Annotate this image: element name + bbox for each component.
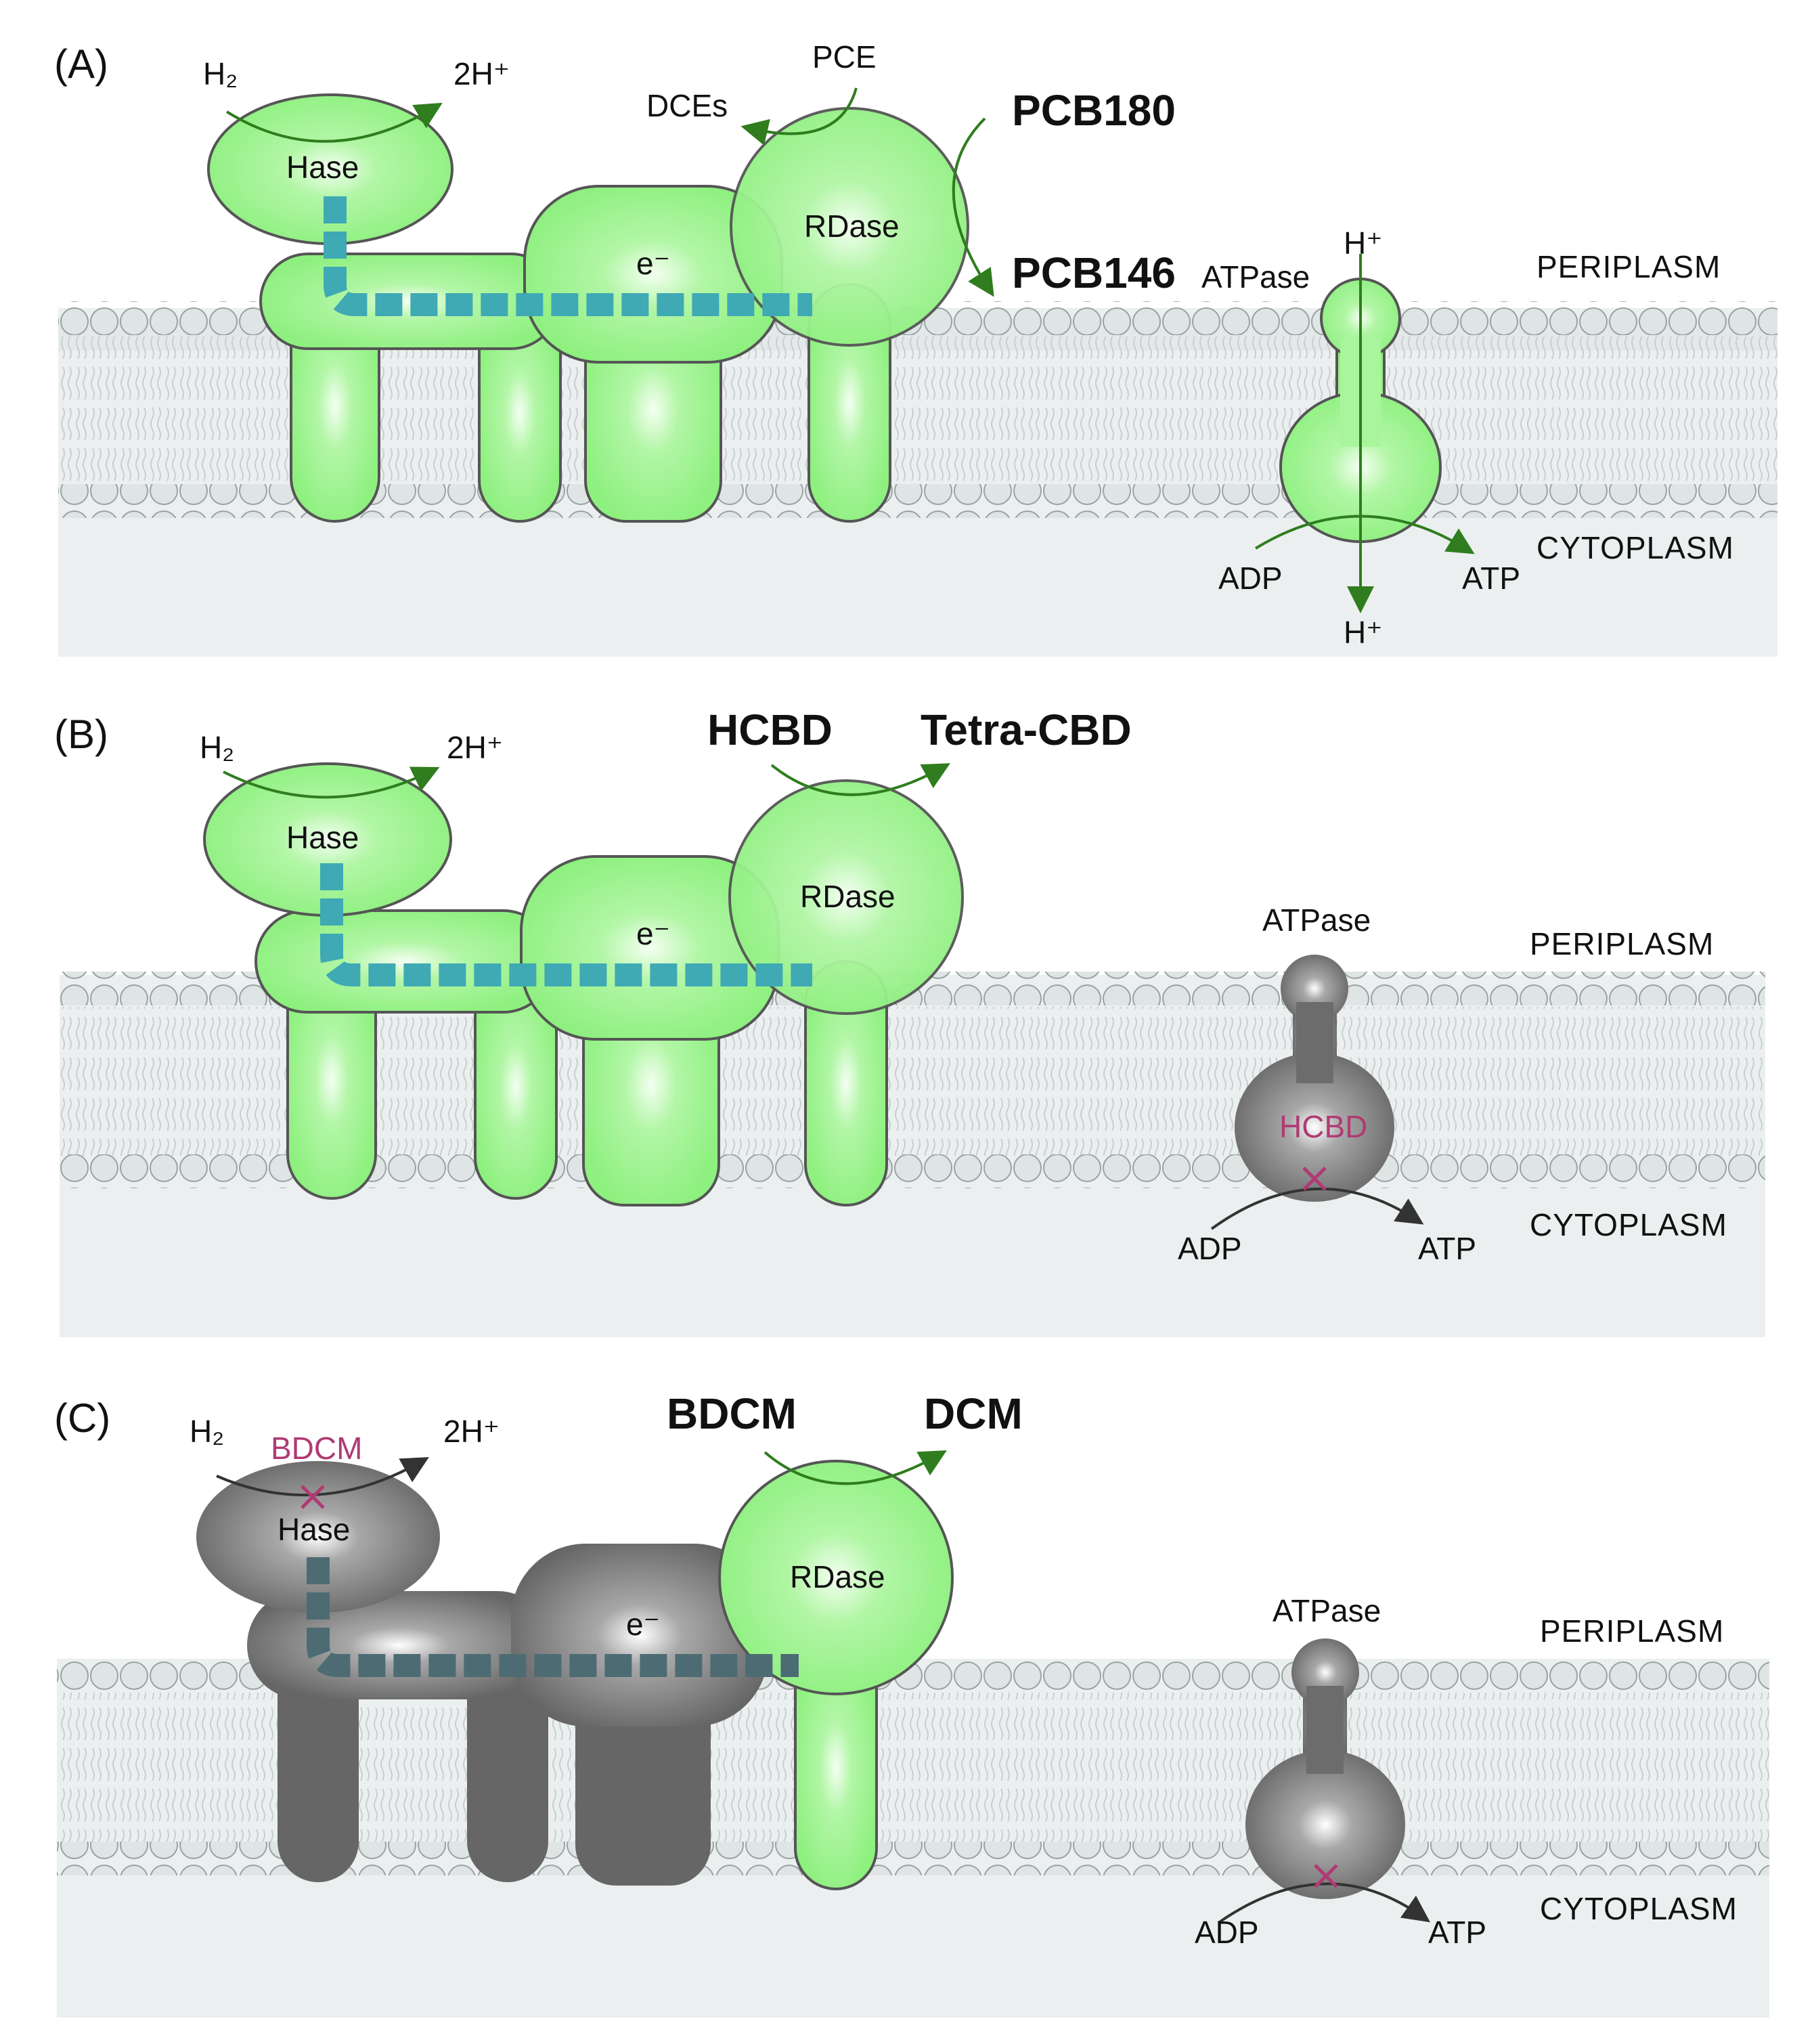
adp-label: ADP bbox=[1218, 561, 1283, 596]
inhibitor-label: HCBD bbox=[1279, 1109, 1367, 1144]
electron-path bbox=[324, 196, 812, 316]
cytoplasm-label: CYTOPLASM bbox=[1530, 1207, 1727, 1242]
substrate-label: PCB180 bbox=[1012, 86, 1176, 135]
electron-transfer-subunit bbox=[511, 1544, 768, 1726]
atp-label: ATP bbox=[1462, 561, 1520, 596]
two-proton-label: 2H⁺ bbox=[454, 56, 510, 91]
atp-label: ATP bbox=[1428, 1915, 1486, 1950]
rdase-label: RDase bbox=[800, 879, 895, 914]
panel-letter: (B) bbox=[54, 712, 108, 757]
atpase-label: ATPase bbox=[1262, 903, 1371, 938]
hase-subunit bbox=[196, 1461, 440, 1613]
atpase-label: ATPase bbox=[1201, 259, 1310, 295]
periplasm-label: PERIPLASM bbox=[1536, 249, 1721, 284]
substrate-label: BDCM bbox=[667, 1389, 797, 1438]
hase-label: Hase bbox=[286, 820, 359, 855]
hase-label: Hase bbox=[286, 150, 359, 185]
electron-label: e⁻ bbox=[626, 1607, 660, 1642]
proton-in-label: H⁺ bbox=[1344, 225, 1383, 261]
periplasm-label: PERIPLASM bbox=[1530, 926, 1714, 961]
electron-label: e⁻ bbox=[636, 916, 670, 951]
rdase-subunit bbox=[718, 1460, 954, 1695]
product-label: Tetra-CBD bbox=[921, 705, 1132, 754]
h2-label: H₂ bbox=[200, 730, 234, 765]
atpase-inhibited bbox=[1245, 1638, 1405, 1899]
two-proton-label: 2H⁺ bbox=[443, 1414, 500, 1449]
substrate-label: HCBD bbox=[707, 705, 833, 754]
panel-b: (B) H₂ 2H⁺ Hase e⁻ RDase HCBD Tetra-CBD … bbox=[54, 705, 1765, 1337]
hcbd-dechlorination-arrow bbox=[770, 763, 951, 796]
electron-label: e⁻ bbox=[636, 246, 670, 281]
proton-out-label: H⁺ bbox=[1344, 615, 1383, 650]
atpase-inhibition-x-mark bbox=[1314, 1864, 1338, 1888]
atp-label: ATP bbox=[1418, 1231, 1476, 1266]
h2-oxidation-arrow bbox=[223, 766, 440, 799]
rdase-label: RDase bbox=[804, 209, 900, 244]
product-label: DCM bbox=[924, 1389, 1023, 1438]
atp-synthesis-arrow bbox=[1254, 515, 1475, 555]
cytoplasm-label: CYTOPLASM bbox=[1540, 1891, 1738, 1926]
h2-oxidation-arrow bbox=[225, 102, 443, 143]
panel-a: (A) H₂ 2H⁺ Hase e⁻ RDase PCE DCEs PCB180… bbox=[54, 39, 1777, 657]
pcb-dechlorination-arrow bbox=[952, 117, 994, 297]
rdase-label: RDase bbox=[790, 1559, 885, 1594]
inhibition-x-mark bbox=[1302, 1167, 1327, 1191]
atp-synthesis-arrow bbox=[1217, 1882, 1431, 1924]
hase-inhibition-x-mark bbox=[301, 1485, 325, 1509]
h2-oxidation-arrow bbox=[216, 1457, 429, 1497]
rdase-active bbox=[718, 1460, 954, 1890]
atpase-inhibited bbox=[1235, 955, 1394, 1202]
rdase-subunit bbox=[728, 779, 964, 1015]
h2-label: H₂ bbox=[190, 1414, 224, 1449]
hydrogenase-complex bbox=[203, 762, 964, 1206]
pce-arrow bbox=[740, 87, 858, 146]
hydrogenase-complex-inhibited bbox=[196, 1461, 768, 1886]
adp-label: ADP bbox=[1178, 1231, 1242, 1266]
h2-label: H₂ bbox=[203, 56, 238, 91]
rdase-subunit bbox=[730, 107, 969, 347]
electron-path bbox=[307, 1557, 799, 1677]
inhibitor-label: BDCM bbox=[271, 1431, 362, 1466]
hase-label: Hase bbox=[278, 1512, 350, 1547]
periplasm-label: PERIPLASM bbox=[1540, 1613, 1724, 1649]
bdcm-dechlorination-arrow bbox=[764, 1450, 947, 1485]
dces-label: DCEs bbox=[646, 88, 728, 123]
electron-path bbox=[320, 863, 812, 986]
two-proton-label: 2H⁺ bbox=[447, 730, 503, 765]
panel-letter: (C) bbox=[54, 1395, 110, 1441]
atpase-label: ATPase bbox=[1273, 1593, 1381, 1628]
panel-c: (C) H₂ BDCM 2H⁺ Hase e⁻ RDase BDCM DCM A… bbox=[54, 1389, 1769, 2018]
panel-letter: (A) bbox=[54, 41, 108, 87]
pce-label: PCE bbox=[812, 39, 877, 74]
product-label: PCB146 bbox=[1012, 248, 1176, 297]
atp-synthesis-arrow bbox=[1210, 1187, 1424, 1230]
adp-label: ADP bbox=[1195, 1915, 1259, 1950]
cytoplasm-label: CYTOPLASM bbox=[1536, 530, 1734, 565]
